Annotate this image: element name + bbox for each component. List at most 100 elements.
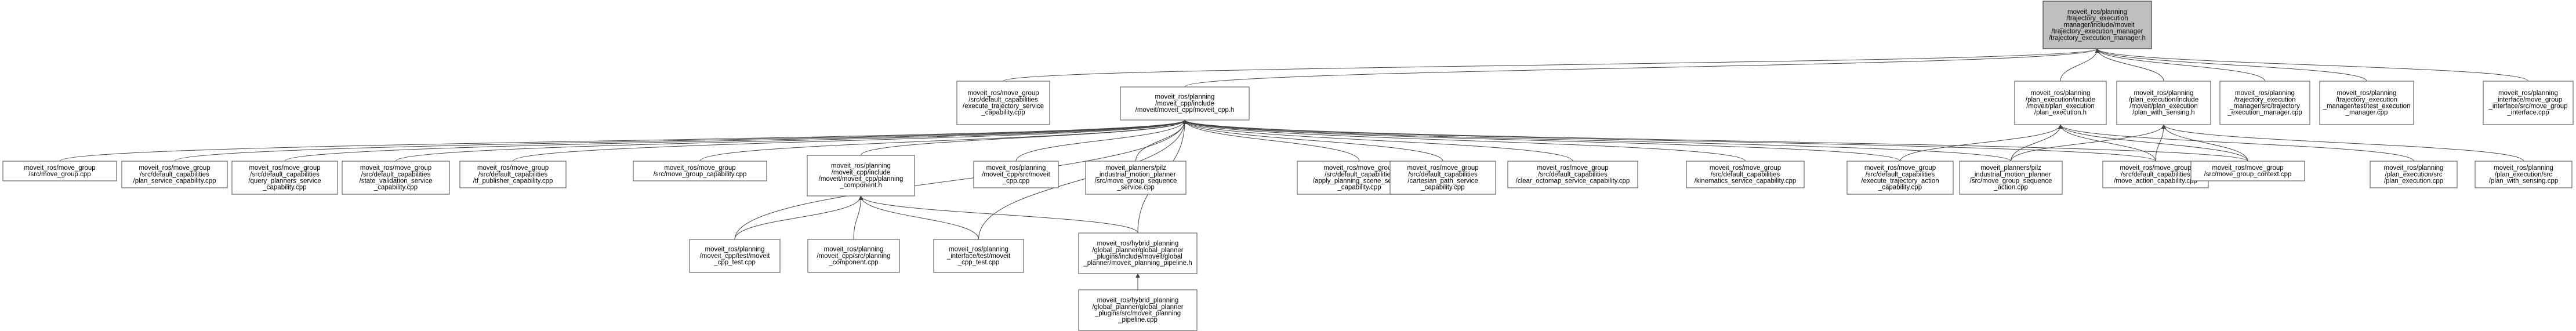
node-pilz_seq_action[interactable]: moveit_planners/pilz_industrial_motion_p… <box>1959 161 2063 195</box>
node-exec_traj_srv[interactable]: moveit_ros/move_group/src/default_capabi… <box>956 81 1050 125</box>
node-box <box>2319 81 2414 125</box>
node-state_validation[interactable]: moveit_ros/move_group/src/default_capabi… <box>342 161 450 195</box>
node-mg_context[interactable]: moveit_ros/move_group/src/move_group_con… <box>2190 161 2305 181</box>
node-label-line: /moveit_cpp/include <box>1155 100 1214 107</box>
node-mg_capability[interactable]: moveit_ros/move_group/src/move_group_cap… <box>633 161 767 181</box>
node-label-line: /plan_with_sensing.cpp <box>2489 178 2559 185</box>
node-label-line: /global_planner/global_planner <box>1092 304 1183 311</box>
node-tf_publisher[interactable]: moveit_ros/move_group/src/default_capabi… <box>459 161 567 188</box>
node-box <box>459 161 567 188</box>
node-label-line: _interface/move_group <box>2494 96 2563 103</box>
node-tem_test[interactable]: moveit_ros/planning/trajectory_execution… <box>2319 81 2414 125</box>
edge-exec_traj_action-to-moveit_cpp_h <box>1182 119 1900 162</box>
node-label-line: /src/default_capabilities <box>1325 171 1394 178</box>
edge-exec_traj_action-to-plan_execution_h <box>1900 124 2063 162</box>
node-label-line: /src/default_capabilities <box>140 171 209 178</box>
node-box <box>956 81 1050 125</box>
node-pilz_seq_srv[interactable]: moveit_planners/pilz_industrial_motion_p… <box>1085 161 1187 195</box>
node-box <box>973 161 1059 188</box>
node-label-line: /trajectory_execution_manager <box>2052 28 2143 35</box>
edge-move_action-to-plan_execution_h <box>2058 124 2156 162</box>
node-label-line: /src/default_capabilities <box>1538 171 1608 178</box>
node-label-line: moveit_ros/move_group <box>1537 165 1608 172</box>
node-label-line: /trajectory_execution <box>2234 96 2295 103</box>
edge-apply_scene-to-moveit_cpp_h <box>1182 119 1360 162</box>
node-label-line: /clear_octomap_service_capability.cpp <box>1516 178 1630 185</box>
node-label-line: _plugins/src/moveit_planning <box>1094 310 1181 317</box>
node-planning_component_cpp[interactable]: moveit_ros/planning/moveit_cpp/src/plann… <box>807 239 900 273</box>
node-move_group_cpp[interactable]: moveit_ros/move_group/src/move_group.cpp <box>2 161 117 181</box>
node-plan_service_cap[interactable]: moveit_ros/move_group/src/default_capabi… <box>121 161 228 188</box>
node-kinematics[interactable]: moveit_ros/move_group/src/default_capabi… <box>1686 161 1805 188</box>
node-label-line: /state_validation_service <box>360 178 433 185</box>
node-label-line: _industrial_motion_planner <box>1970 171 2051 178</box>
node-box <box>807 239 900 273</box>
node-label-line: _planner/moveit_planning_pipeline.h <box>1083 260 1192 267</box>
node-label-line: /moveit_cpp/include <box>832 169 891 176</box>
node-label-line: /moveit/plan_execution <box>2129 103 2198 110</box>
edge-query_planners-to-moveit_cpp_h <box>284 119 1187 162</box>
edge-mg_context-to-plan_execution_h <box>2058 124 2248 162</box>
node-label-line: /trajectory_execution <box>2066 15 2128 22</box>
node-label-line: /plan_execution/include <box>2129 96 2198 103</box>
node-label-line: moveit_ros/move_group <box>139 165 210 172</box>
node-plan_execution_cpp[interactable]: moveit_ros/planning/plan_execution/src/p… <box>2370 161 2458 188</box>
node-label-line: _service.cpp <box>1116 184 1155 191</box>
node-hp_pipeline_cpp[interactable]: moveit_ros/hybrid_planning/global_planne… <box>1078 289 1198 331</box>
node-exec_traj_action[interactable]: moveit_ros/move_group/src/default_capabi… <box>1846 161 1954 195</box>
node-label-line: _component.cpp <box>828 259 878 266</box>
node-label-line: /moveit/plan_execution <box>2026 103 2095 110</box>
node-hp_pipeline_h[interactable]: moveit_ros/hybrid_planning/global_planne… <box>1078 232 1198 274</box>
edge-tf_publisher-to-moveit_cpp_h <box>513 119 1187 162</box>
node-label-line: /src/default_capabilities <box>361 171 431 178</box>
node-label-line: moveit_ros/move_group <box>664 165 735 172</box>
node-label-line: _capability.cpp <box>373 184 418 191</box>
node-label-line: moveit_ros/planning <box>705 246 765 253</box>
node-box <box>2219 81 2310 125</box>
node-root[interactable]: moveit_ros/planning/trajectory_execution… <box>2042 1 2152 49</box>
node-label-line: /src/default_capabilities <box>968 96 1038 103</box>
edge-pilz_seq_action-to-plan_with_sensing_h <box>2011 124 2166 162</box>
node-label-line: /src/default_capabilities <box>1866 171 1935 178</box>
node-label-line: /moveit_cpp/test/moveit <box>700 253 771 260</box>
edge-mg_context-to-plan_with_sensing_h <box>2161 124 2248 162</box>
node-label-line: moveit_ros/hybrid_planning <box>1097 297 1179 304</box>
node-label-line: moveit_ros/move_group <box>1323 165 1395 172</box>
node-plan_execution_h[interactable]: moveit_ros/planning/plan_execution/inclu… <box>2014 81 2107 125</box>
node-label-line: /moveit/moveit_cpp/planning <box>819 176 904 183</box>
node-label-line: moveit_ros/planning <box>1155 94 1215 101</box>
node-label-line: /src/default_capabilities <box>1711 171 1780 178</box>
node-clear_octomap[interactable]: moveit_ros/move_group/src/default_capabi… <box>1507 161 1638 188</box>
node-query_planners[interactable]: moveit_ros/move_group/src/default_capabi… <box>231 161 338 195</box>
node-label-line: _execution_manager.cpp <box>2227 110 2302 117</box>
node-label-line: _manager/include/moveit <box>2059 21 2135 28</box>
node-label-line: /src/default_capabilities <box>478 171 548 178</box>
node-box <box>689 239 781 273</box>
node-box <box>1846 161 1954 195</box>
node-tem_cpp[interactable]: moveit_ros/planning/trajectory_execution… <box>2219 81 2310 125</box>
node-mgi_cpp[interactable]: moveit_ros/planning_interface/move_group… <box>2483 81 2574 125</box>
edge-moveit_cpp_h-to-root <box>1184 48 2100 88</box>
node-moveit_cpp_h[interactable]: moveit_ros/planning/moveit_cpp/include/m… <box>1120 86 1250 121</box>
node-label-line: /src/move_group.cpp <box>28 171 90 178</box>
node-box <box>2014 81 2107 125</box>
node-box <box>2 161 117 181</box>
edge-plan_with_sensing_h-to-root <box>2095 48 2164 82</box>
node-mpi_moveit_cpp_test[interactable]: moveit_ros/planning_interface/test/movei… <box>933 239 1024 273</box>
node-moveit_cpp_cpp[interactable]: moveit_ros/planning/moveit_cpp/src/movei… <box>973 161 1059 188</box>
node-planning_component_h[interactable]: moveit_ros/planning/moveit_cpp/include/m… <box>807 155 915 197</box>
node-label-line: moveit_ros/move_group <box>2120 165 2191 172</box>
node-plan_with_sensing_h[interactable]: moveit_ros/planning/plan_execution/inclu… <box>2116 81 2211 125</box>
node-moveit_cpp_test[interactable]: moveit_ros/planning/moveit_cpp/test/move… <box>689 239 781 273</box>
edge-exec_traj_srv-to-root <box>1003 48 2100 82</box>
node-plan_with_sensing_cpp[interactable]: moveit_ros/planning/plan_execution/src/p… <box>2475 161 2573 188</box>
node-label-line: /plan_service_capability.cpp <box>133 178 216 185</box>
node-box <box>1389 161 1496 195</box>
node-box <box>1078 289 1198 331</box>
node-box <box>2475 161 2573 188</box>
edge-planning_component_h-to-moveit_cpp_h <box>861 119 1187 156</box>
node-label-line: moveit_ros/move_group <box>2212 165 2283 172</box>
node-cartesian[interactable]: moveit_ros/move_group/src/default_capabi… <box>1389 161 1496 195</box>
node-label-line: /kinematics_service_capability.cpp <box>1695 178 1797 185</box>
node-label-line: /cartesian_path_service <box>1407 178 1478 185</box>
